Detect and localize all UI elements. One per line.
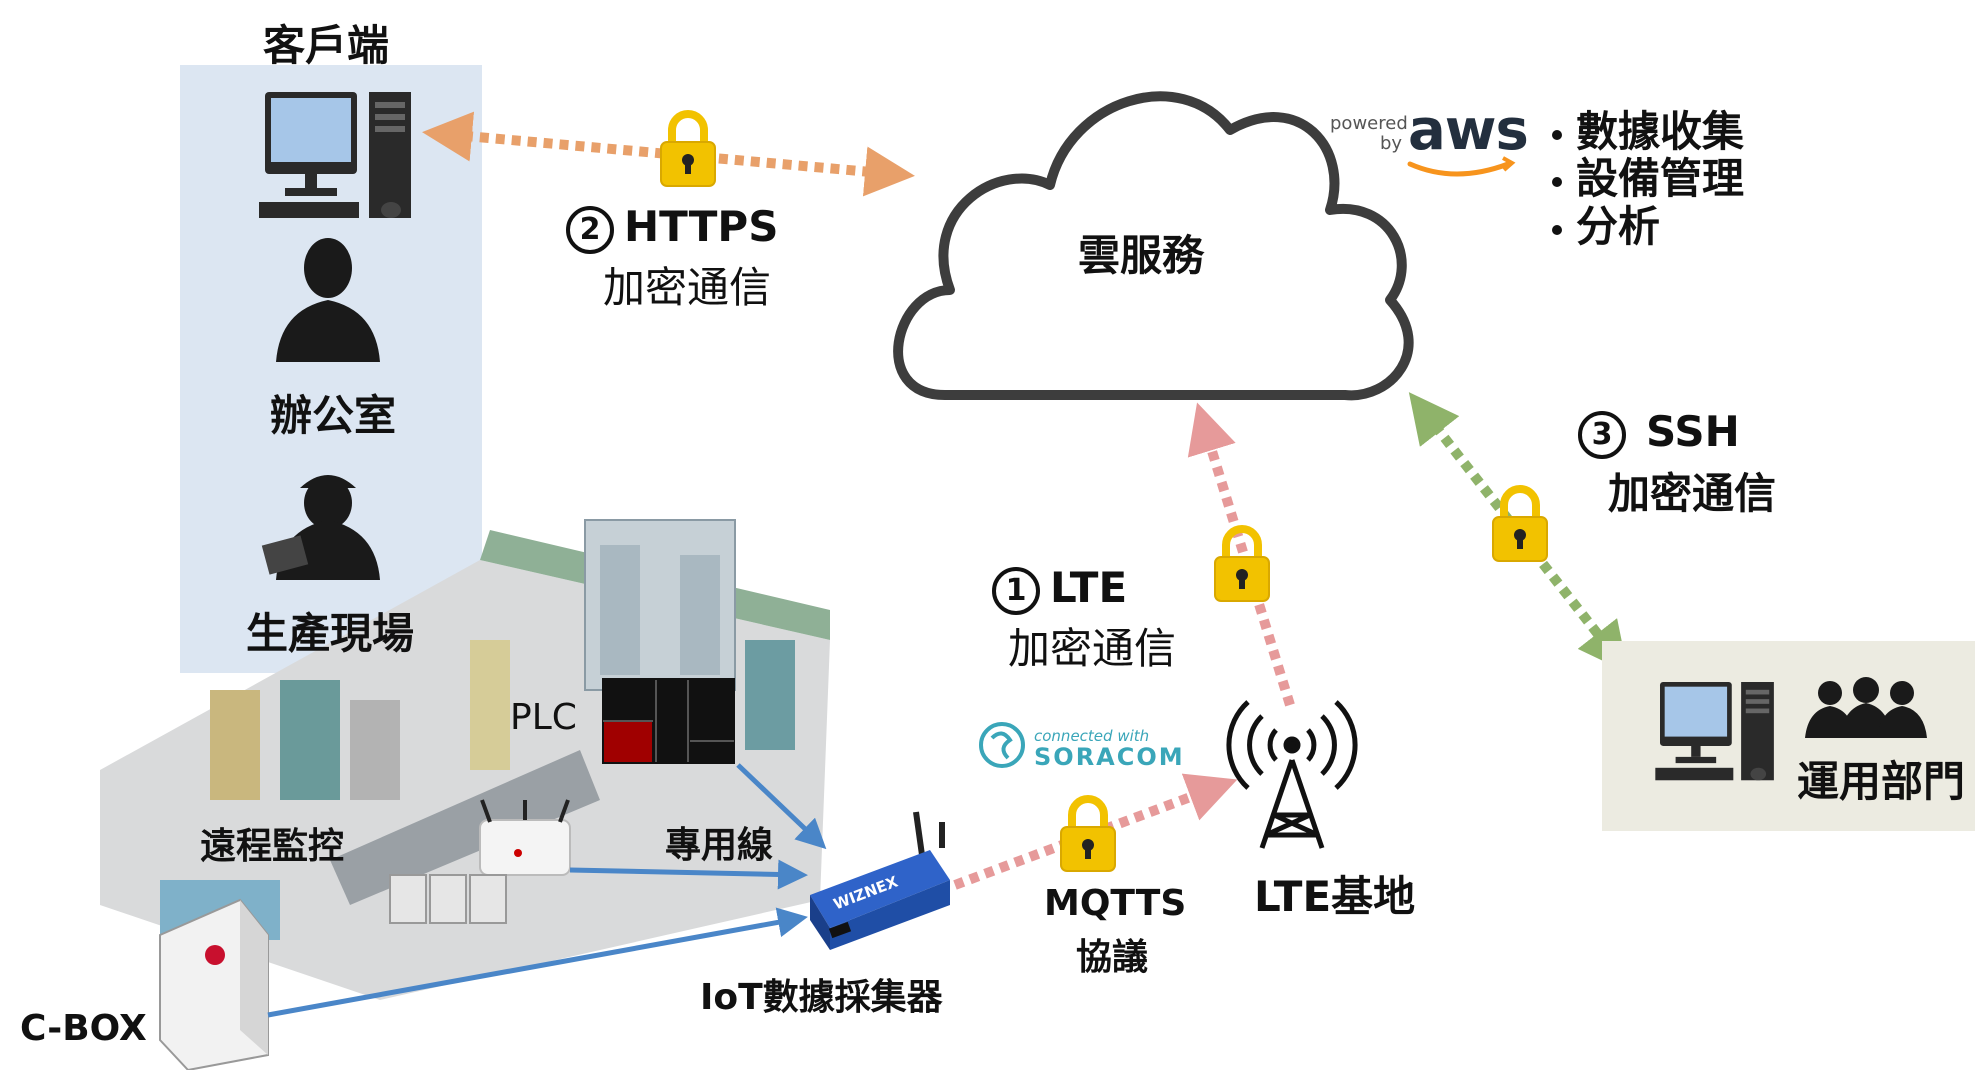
cbox-label: C-BOX bbox=[20, 1008, 147, 1049]
office-worker-icon bbox=[276, 238, 380, 362]
lte-base-station-label: LTE基地 bbox=[1254, 872, 1416, 921]
router-wire bbox=[569, 859, 808, 890]
aws-logo-text: aws bbox=[1408, 98, 1529, 163]
ssh-desc: 加密通信 bbox=[1608, 469, 1777, 518]
cbox-cabinet-icon bbox=[159, 898, 269, 1070]
soracom-logo-icon bbox=[979, 722, 1025, 768]
soracom-tagline: connected with bbox=[1034, 727, 1150, 745]
ssh-number-badge: 3 bbox=[1578, 410, 1626, 459]
lte-protocol: LTE bbox=[1050, 563, 1128, 612]
field-worker-icon bbox=[261, 475, 380, 580]
feature-item-0: 數據收集 bbox=[1552, 98, 1744, 159]
wireless-router-icon bbox=[479, 799, 571, 876]
ssh-lock-icon bbox=[1493, 489, 1547, 561]
https-protocol: HTTPS bbox=[624, 202, 779, 251]
ssh-heading: 3 SSH bbox=[1578, 407, 1740, 459]
plc-label: PLC bbox=[510, 697, 577, 738]
ssh-protocol: SSH bbox=[1646, 407, 1740, 456]
bullet-icon bbox=[1552, 224, 1562, 235]
cloud-label: 雲服務 bbox=[1078, 231, 1205, 280]
mqtts-protocol-label: 協議 bbox=[1076, 937, 1149, 978]
mqtts-label: MQTTS bbox=[1044, 883, 1187, 924]
ops-people-icon bbox=[1805, 677, 1927, 738]
lte-tower-icon bbox=[1226, 700, 1358, 849]
feature-text: 分析 bbox=[1576, 202, 1661, 251]
office-label: 辦公室 bbox=[270, 391, 397, 440]
feature-item-2: 分析 bbox=[1552, 193, 1660, 254]
https-desc: 加密通信 bbox=[603, 263, 772, 312]
dedicated-line-label: 專用線 bbox=[665, 825, 774, 866]
lte-desc: 加密通信 bbox=[1008, 624, 1177, 673]
mqtts-lock-icon bbox=[1061, 799, 1115, 871]
remote-monitoring-label: 遠程監控 bbox=[200, 826, 345, 867]
aws-smile-icon bbox=[1407, 161, 1511, 177]
soracom-name: SORACOM bbox=[1034, 743, 1185, 771]
plc-device-icon bbox=[602, 678, 735, 764]
cloud-shape bbox=[893, 91, 1414, 401]
aws-by-text: by bbox=[1380, 133, 1403, 154]
feature-item-1: 設備管理 bbox=[1552, 145, 1744, 206]
lte-arrow bbox=[1187, 402, 1295, 707]
lte-lock-icon bbox=[1215, 529, 1269, 601]
ops-label: 運用部門 bbox=[1797, 757, 1966, 806]
aws-powered-text: powered bbox=[1330, 113, 1408, 134]
iot-collector-label: IoT數據採集器 bbox=[700, 977, 943, 1018]
feature-text: 數據收集 bbox=[1576, 107, 1745, 156]
bullet-icon bbox=[1552, 129, 1562, 140]
iot-collector-device bbox=[810, 811, 950, 950]
lte-number-badge: 1 bbox=[992, 566, 1040, 615]
production-site-label: 生產現場 bbox=[246, 609, 415, 658]
io-modules-icon bbox=[389, 874, 507, 924]
cbox-wire bbox=[267, 907, 808, 1018]
aws-arrow-icon bbox=[1502, 156, 1516, 172]
https-number-badge: 2 bbox=[566, 205, 614, 254]
feature-text: 設備管理 bbox=[1576, 154, 1745, 203]
client-panel-title: 客戶端 bbox=[263, 21, 390, 70]
factory-scene bbox=[100, 519, 830, 1000]
bullet-icon bbox=[1552, 176, 1562, 187]
plc-wire bbox=[736, 763, 827, 850]
https-lock-icon bbox=[661, 114, 715, 186]
